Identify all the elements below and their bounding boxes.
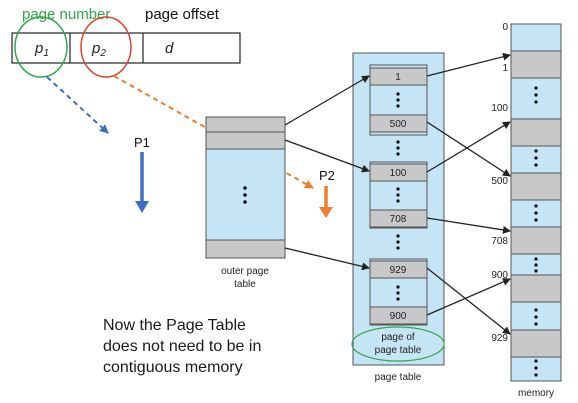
memory: [510, 23, 562, 382]
page-number-label: page number: [22, 6, 110, 23]
page-of-page-table-label-1: page of: [381, 332, 415, 343]
mem-address-1: 1: [502, 63, 508, 74]
pt-1-to-mem-arrow: [426, 52, 511, 77]
page-offset-label: page offset: [145, 6, 220, 23]
pt-entry-500: [369, 114, 428, 133]
pt-708-to-mem-arrow: [426, 217, 511, 234]
pt-500-to-mem-arrow: [426, 121, 511, 177]
offset-field: d: [165, 40, 174, 57]
pt-entry-900: [369, 306, 428, 325]
outer-table-caption-1: outer page: [221, 266, 269, 277]
pt-value-708: 708: [390, 214, 407, 225]
p1-dashed-arrow: [46, 76, 109, 134]
outer-to-pt-block-1-arrow: [284, 75, 370, 126]
mapping-arrows: [284, 52, 511, 335]
outer-table-caption-2: table: [234, 279, 256, 290]
note-line-1: Now the Page Table: [103, 317, 246, 334]
pt-900-to-mem-arrow: [426, 278, 511, 316]
page-table: [352, 52, 445, 366]
p1-label: P1: [134, 135, 150, 150]
pt-value-100: 100: [390, 168, 407, 179]
pt-value-1: 1: [395, 72, 401, 83]
mem-address-708: 708: [491, 236, 508, 247]
page-of-page-table-circle: [351, 326, 445, 362]
pt-entry-929: [369, 260, 428, 279]
page-table-caption: page table: [375, 372, 422, 383]
mem-address-500: 500: [491, 176, 508, 187]
mem-address-900: 900: [491, 270, 508, 281]
p2-arrow-head: [319, 207, 333, 218]
outer-page-table: [205, 116, 286, 259]
pt-value-929: 929: [390, 265, 407, 276]
p2-highlight-circle: [80, 16, 132, 78]
p1-field: p1: [34, 40, 49, 59]
pt-929-to-mem-arrow: [426, 267, 511, 335]
pt-value-500: 500: [390, 119, 407, 130]
logical-address-box: [11, 32, 241, 64]
mem-address-100: 100: [491, 103, 508, 114]
note-line-3: contiguous memory: [103, 359, 243, 376]
page-of-page-table-label-2: page table: [375, 345, 422, 356]
p2-field: p2: [91, 40, 106, 59]
pt-value-900: 900: [390, 311, 407, 322]
pt-entry-100: [369, 163, 428, 182]
memory-caption: memory: [518, 388, 554, 399]
p2-label: P2: [319, 168, 335, 183]
pt-entry-1: [369, 67, 428, 86]
p1-highlight-circle: [14, 16, 68, 78]
outer-to-pt-block-3-arrow: [284, 247, 370, 271]
mem-address-0: 0: [502, 22, 508, 33]
mem-address-929: 929: [491, 333, 508, 344]
outer-to-pt-block-2-arrow: [284, 139, 370, 173]
note-line-2: does not need to be in: [103, 338, 262, 355]
explanation-note: Now the Page Table does not need to be i…: [103, 315, 333, 378]
pt-100-to-mem-arrow: [426, 121, 511, 173]
p1-arrow-head: [135, 201, 149, 213]
